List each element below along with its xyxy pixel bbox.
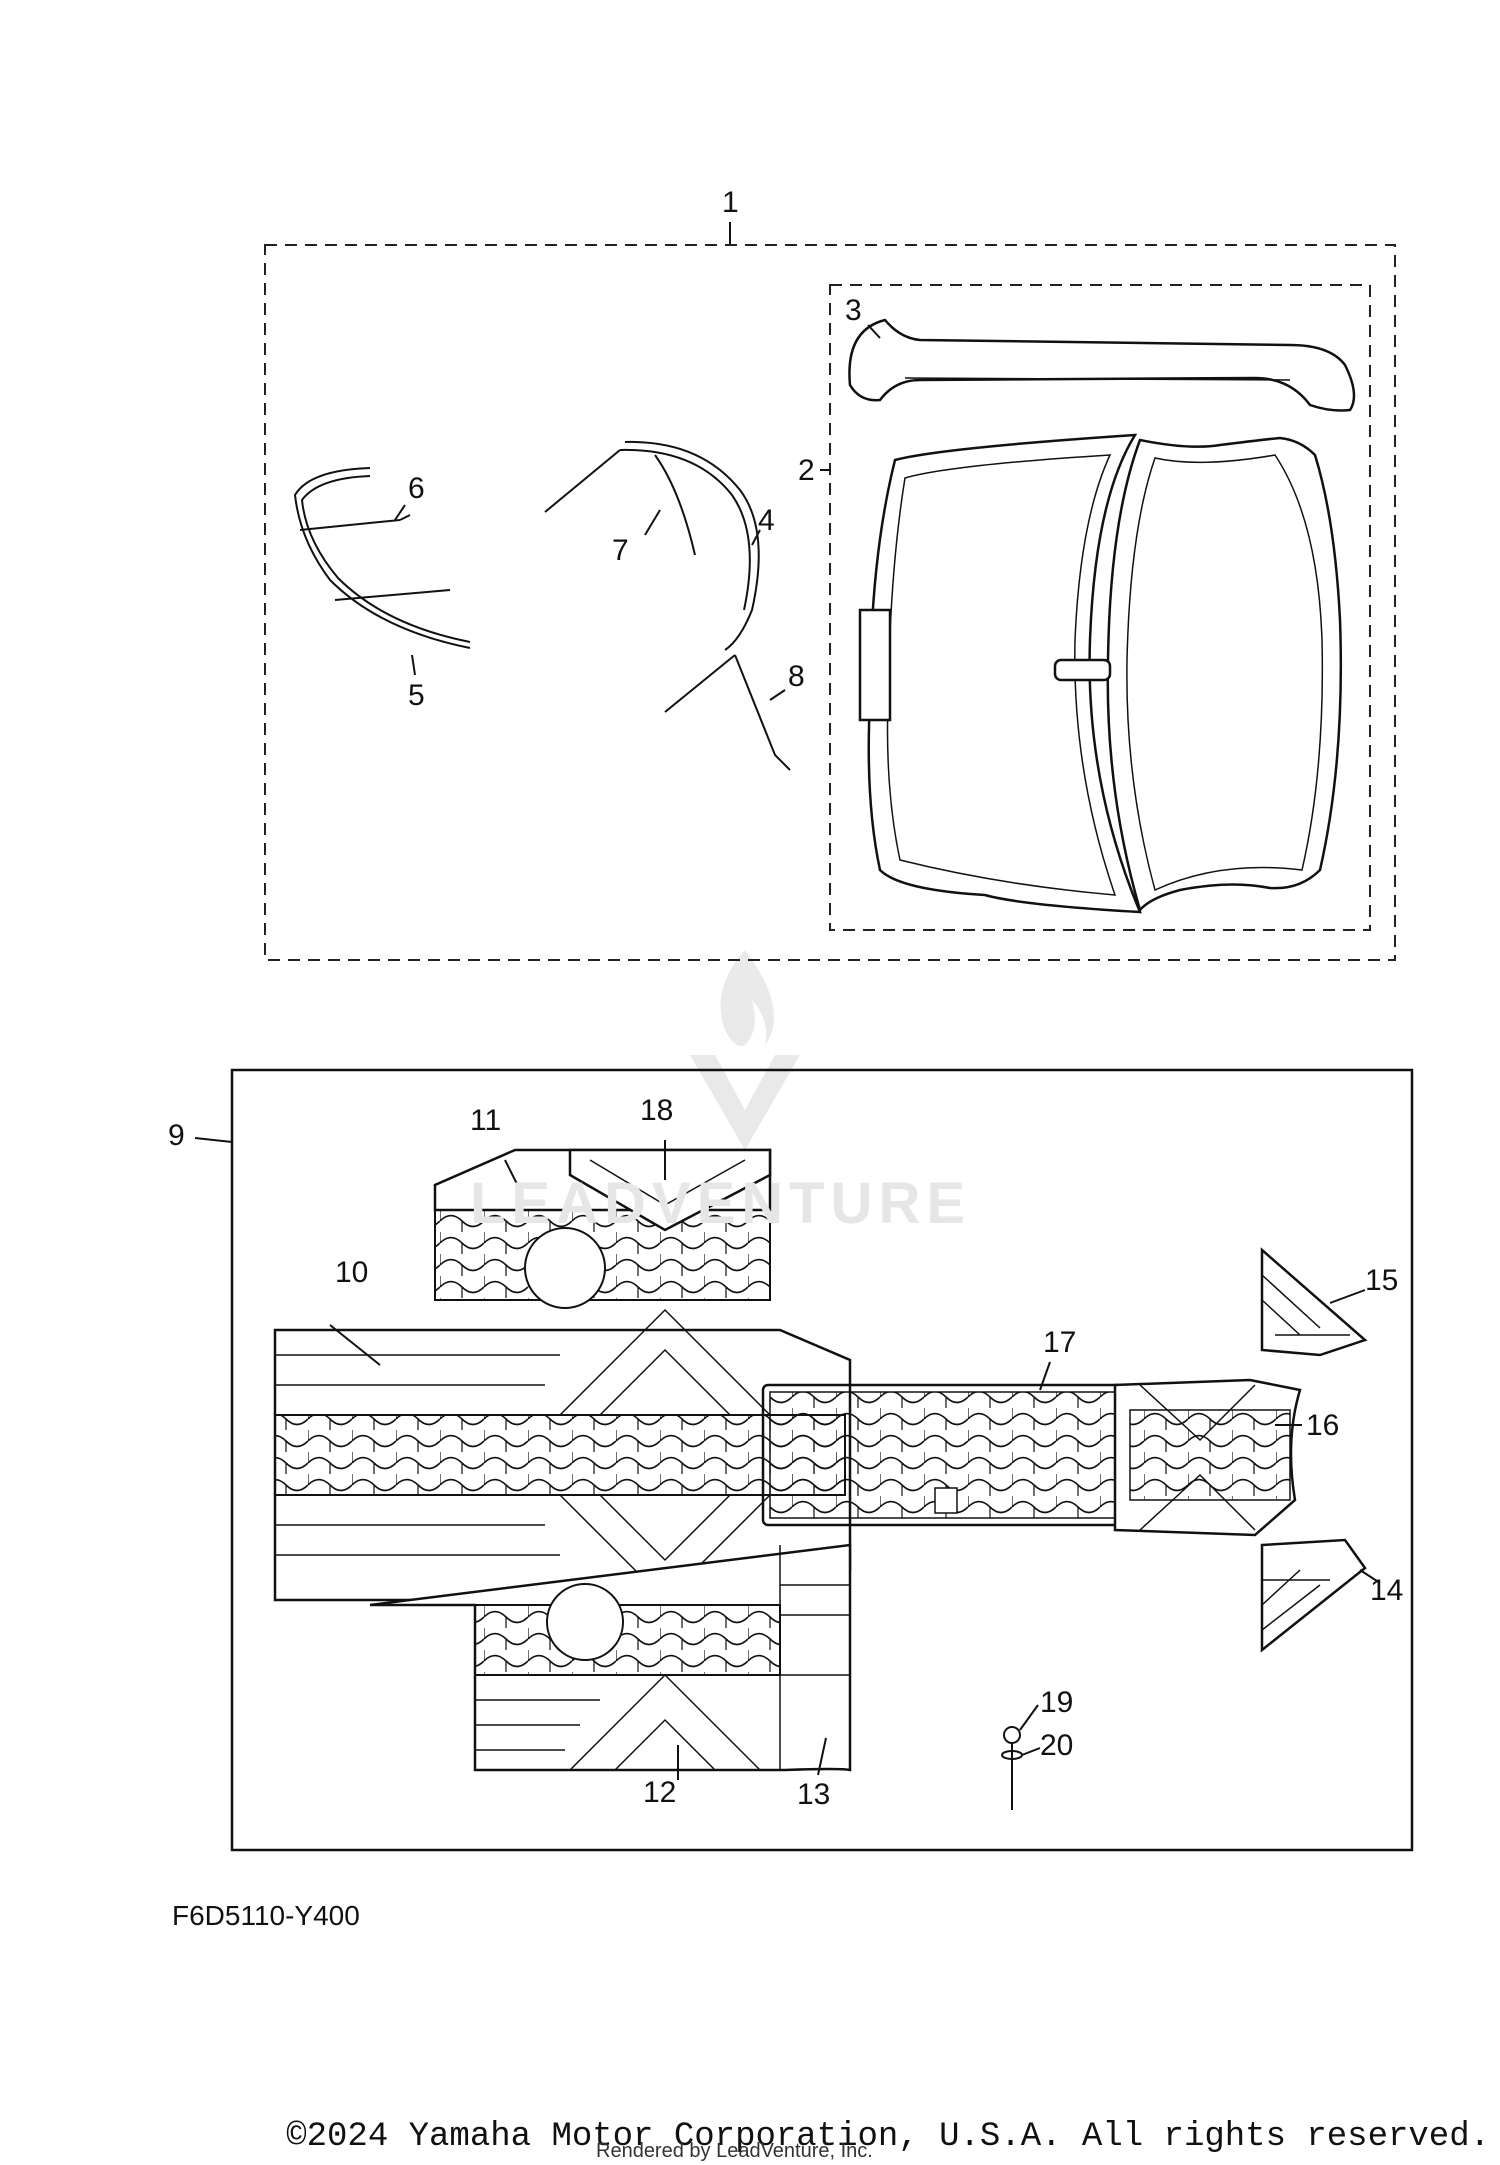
callout-16: 16	[1306, 1409, 1339, 1442]
kit-2-dashed-border	[829, 284, 1371, 931]
callout-19: 19	[1040, 1686, 1073, 1719]
callout-3: 3	[845, 294, 862, 327]
callout-11: 11	[470, 1104, 501, 1137]
mat-kit-border	[230, 1068, 1414, 1852]
part-5-6-frame: 6 5	[293, 467, 471, 712]
part-15-mat: 15	[1260, 1247, 1398, 1357]
copyright-notice: ©2024 Yamaha Motor Corporation, U.S.A. A…	[286, 2118, 1490, 2156]
part-12-13-mat: 12 13	[369, 1543, 852, 1811]
callout-18: 18	[640, 1094, 673, 1127]
mat-kit-9: 9 11 18 10	[168, 1068, 1414, 1852]
part-10-mat: 10	[273, 1256, 852, 1602]
part-18-mat: 18	[568, 1094, 772, 1232]
kit-1-dashed-border	[264, 244, 1396, 961]
callout-14: 14	[1370, 1574, 1403, 1607]
rendered-by-note: Rendered by LeadVenture, Inc.	[596, 2140, 873, 2162]
part-17-mat: 17	[761, 1326, 1125, 1527]
part-3-top-cover: 3	[845, 294, 1356, 412]
callout-10: 10	[335, 1256, 368, 1289]
watermark-logo	[690, 950, 800, 1150]
callout-1: 1	[722, 186, 739, 219]
callout-12: 12	[643, 1776, 676, 1809]
part-4-7-8-frame: 7 4 8	[544, 440, 805, 771]
callout-5: 5	[408, 679, 425, 712]
part-14-mat: 14	[1260, 1538, 1403, 1653]
callout-7: 7	[612, 534, 629, 567]
callout-2: 2	[798, 454, 815, 487]
callout-6: 6	[408, 472, 425, 505]
callout-8: 8	[788, 660, 805, 693]
diagram-code: F6D5110-Y400	[172, 1900, 360, 1931]
callout-13: 13	[797, 1778, 830, 1811]
kit-group-1: 1 2 3 6 5	[264, 186, 1396, 961]
callout-20: 20	[1040, 1729, 1073, 1762]
part-19-20-fastener: 19 20	[1001, 1686, 1073, 1810]
callout-15: 15	[1365, 1264, 1398, 1297]
callout-4: 4	[758, 504, 775, 537]
part-16-mat: 16	[1113, 1378, 1339, 1537]
watermark-text: LEADVENTURE	[470, 1171, 972, 1236]
part-2-cover-body	[858, 433, 1343, 914]
callout-17: 17	[1043, 1326, 1076, 1359]
callout-9: 9	[168, 1119, 185, 1152]
